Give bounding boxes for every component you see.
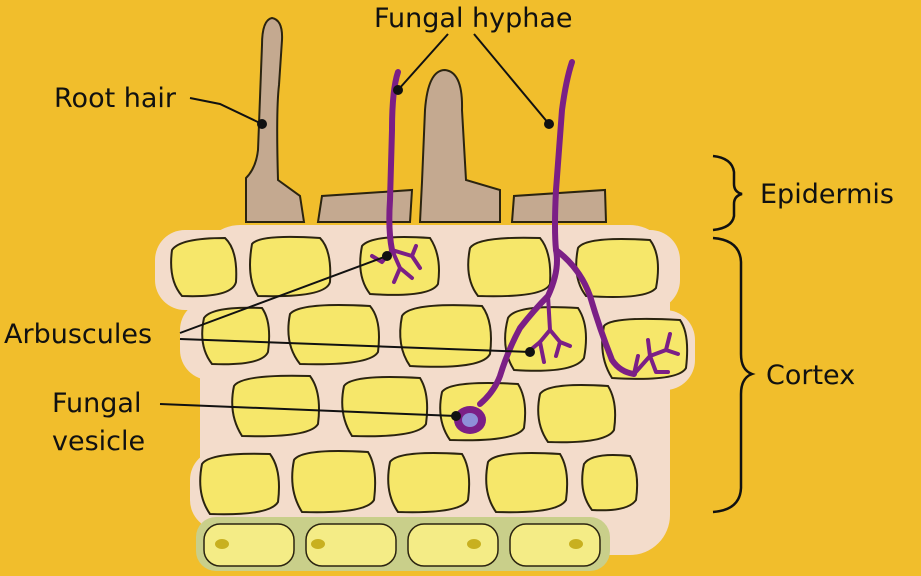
cortex-cell [538,385,615,442]
cortex-cell [171,238,236,296]
cortex-brace [713,238,752,512]
cortex-cell [602,319,687,379]
cortex-cell [486,453,567,512]
epidermis-cell [318,190,412,222]
cortex-cell [468,238,550,297]
cortex-cell [202,308,269,365]
cortex-cell [288,305,379,364]
endodermis-cells [196,517,610,571]
label-cortex: Cortex [766,360,855,391]
label-arbuscules: Arbuscules [4,319,152,350]
cortex-cell [582,455,637,510]
label-fungal-vesicle-line2: vesicle [52,426,145,457]
label-fungal-hyphae: Fungal hyphae [374,3,573,34]
fungal-hypha-left [389,72,398,250]
braces [713,156,752,512]
cortex-cell [388,453,469,512]
cortex-cell [200,454,279,515]
label-epidermis: Epidermis [760,179,894,210]
cortex-cell [250,237,330,296]
cortex-cell [400,305,491,367]
cortex-cell [232,376,319,437]
label-fungal-vesicle-line1: Fungal [52,388,141,419]
cortex-cell [292,451,375,512]
root-hair-right [420,70,500,222]
label-root-hair: Root hair [54,83,177,114]
epidermis-brace [713,156,742,230]
epidermis-cell [512,190,606,222]
cortex-cell [342,377,427,436]
